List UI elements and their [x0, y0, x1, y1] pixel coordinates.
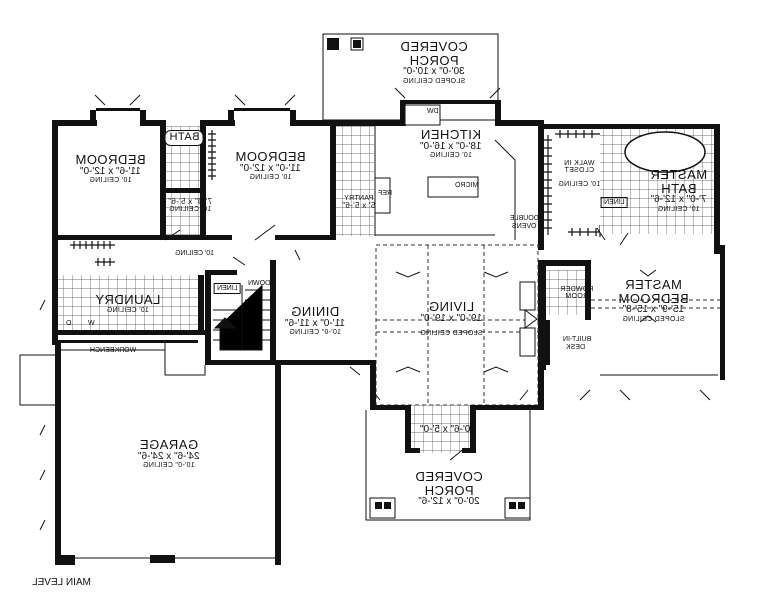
room-label-covered-porch-rear: COVERED PORCH 30'-0" x 10'-0" SLOPED CEI… [400, 39, 468, 85]
fixture-linen-master: LINEN [601, 197, 628, 208]
room-name-2: ROOM [565, 293, 589, 301]
room-dims: 5' x 5'-6" [342, 201, 376, 211]
room-name-2: BEDROOM [618, 290, 689, 306]
room-label-laundry: LAUNDRY 10' CEILING [95, 292, 161, 314]
room-name: BATH [169, 131, 200, 143]
fireplace [519, 281, 538, 357]
room-ceiling: 10'-0" CEILING [142, 462, 195, 470]
fixture-dw: DW [427, 108, 439, 115]
room-name: LAUNDRY [95, 292, 161, 307]
master-bedroom-ceiling [591, 269, 720, 376]
fixture-double-ovens-2: OVENS [512, 223, 537, 230]
room-label-foyer: 10'-6" x 5'-0" [420, 424, 476, 436]
room-label-dining: DINING 11'-0" x 11'-6" 10'-0" CEILING [285, 304, 346, 337]
room-label-kitchen: KITCHEN 18'-0" x 16'-0" 10' CEILING [420, 127, 482, 160]
room-label-hall-ceiling: 10' CEILING [175, 250, 215, 257]
room-label-powder-room: POWDER ROOM [560, 286, 593, 301]
fixture-dryer: D [66, 320, 72, 327]
room-label-bedroom-1: BEDROOM 11'-6" x 12'-0" 10' CEILING [75, 152, 146, 185]
fixture-washer: W [88, 320, 95, 327]
room-dims: 15'-9" x 15'-8" [622, 304, 685, 316]
room-label-bedroom-2: BEDROOM 11'-0" x 12'-0" 10' CEILING [235, 149, 306, 182]
closet-racks [70, 130, 603, 266]
room-ceiling: 10' CEILING [168, 206, 212, 214]
tiled-floors [58, 126, 714, 453]
room-dims: 24'-6" x 24'-6" [138, 450, 200, 462]
door-swings [39, 87, 711, 531]
room-name-2: PORCH [409, 52, 459, 68]
room-dims: 7'-0" x 5'-6" [168, 197, 213, 206]
garage-walls [19, 340, 281, 565]
bathtub [624, 131, 706, 173]
room-ceiling: 10' CEILING [657, 205, 700, 213]
kitchen-counters [374, 104, 516, 240]
fixture-workbench: WORKBENCH [90, 347, 137, 354]
room-name-2: PORCH [424, 482, 474, 498]
room-ceiling: 10' CEILING [429, 152, 472, 160]
fixture-ref: REF [378, 190, 392, 197]
room-label-master-bedroom: MASTER BEDROOM 15'-9" x 15'-8" SLOPED CE… [618, 277, 689, 323]
room-name-2: CLOSET [564, 167, 595, 175]
living-walls [370, 360, 544, 453]
room-label-bath-vanity: 7'-0" x 5'-6" 10' CEILING [168, 197, 213, 214]
fixture-micro: MICRO [455, 182, 479, 189]
room-name: GARAGE [139, 437, 199, 452]
room-label-garage: GARAGE 24'-6" x 24'-6" 10'-0" CEILING [138, 437, 200, 470]
room-dims: 20'-0" x 12'-6" [418, 496, 480, 508]
middle-walls [52, 245, 725, 380]
room-ceiling: SLOPED CEILING [622, 315, 685, 323]
fixture-double-ovens-1: DOUBLE [510, 215, 539, 222]
room-label-master-bath: MASTER BATH 7'-0" x 12'-6" 10' CEILING [650, 167, 708, 213]
stairs-down-label: DOWN [248, 280, 271, 287]
room-name: POWDER [560, 286, 594, 293]
room-ceiling: 10' CEILING [558, 180, 601, 188]
room-dims: 30'-0" x 10'-0" [403, 66, 465, 78]
room-ceiling: 10' CEILING [249, 174, 292, 182]
plan-level-title: MAIN LEVEL [32, 577, 91, 588]
staircase [213, 285, 270, 351]
room-name: KITCHEN [420, 127, 482, 142]
room-ceiling: 10'-0" CEILING [289, 329, 342, 337]
room-name: COVERED [400, 39, 468, 54]
room-dims: 18'-0" x 16'-0" [420, 140, 482, 152]
room-name: LIVING [428, 299, 475, 314]
living-ceiling-grid [375, 244, 539, 406]
exterior-walls [52, 100, 720, 265]
room-dims: 11'-6" x 12'-0" [79, 165, 141, 177]
room-name: MASTER [624, 277, 682, 292]
fixture-built-in-desk-2: DESK [566, 344, 586, 351]
room-dims: 10'-6" x 5'-0" [420, 424, 476, 435]
room-dims: 7'-0" x 12'-6" [650, 194, 707, 206]
room-name-2: BATH [660, 180, 697, 196]
room-ceiling: 10' CEILING [106, 306, 149, 314]
room-name: COVERED [415, 469, 483, 484]
fixture-built-in-desk-1: BUILT-IN [563, 336, 592, 343]
fixture-linen-hall: LINEN [214, 283, 241, 294]
room-label-living: LIVING 19'-0" x 19'-0" SLOPED CEILING [420, 299, 483, 338]
room-name: DINING [290, 304, 340, 319]
room-label-walk-in-closet: WALK IN CLOSET 10' CEILING [558, 160, 600, 188]
room-label-pantry: PANTRY 5' x 5'-6" [342, 195, 375, 211]
room-name: WALK IN [563, 160, 595, 167]
room-name: BEDROOM [75, 152, 146, 167]
front-porch-outline [365, 410, 531, 521]
room-ceiling: 10' CEILING [89, 177, 132, 185]
room-ceiling: SLOPED CEILING [402, 77, 466, 85]
room-dims: 11'-0" x 12'-0" [239, 162, 301, 174]
room-name: MASTER [650, 167, 708, 182]
room-dims: 11'-0" x 11'-6" [285, 317, 346, 329]
room-ceiling: SLOPED CEILING [420, 330, 483, 338]
room-label-covered-porch-front: COVERED PORCH 20'-0" x 12'-6" [415, 469, 483, 508]
room-name: BEDROOM [235, 149, 306, 164]
room-label-bath: BATH [165, 130, 204, 146]
room-dims: 19'-0" x 19'-0" [420, 312, 483, 324]
